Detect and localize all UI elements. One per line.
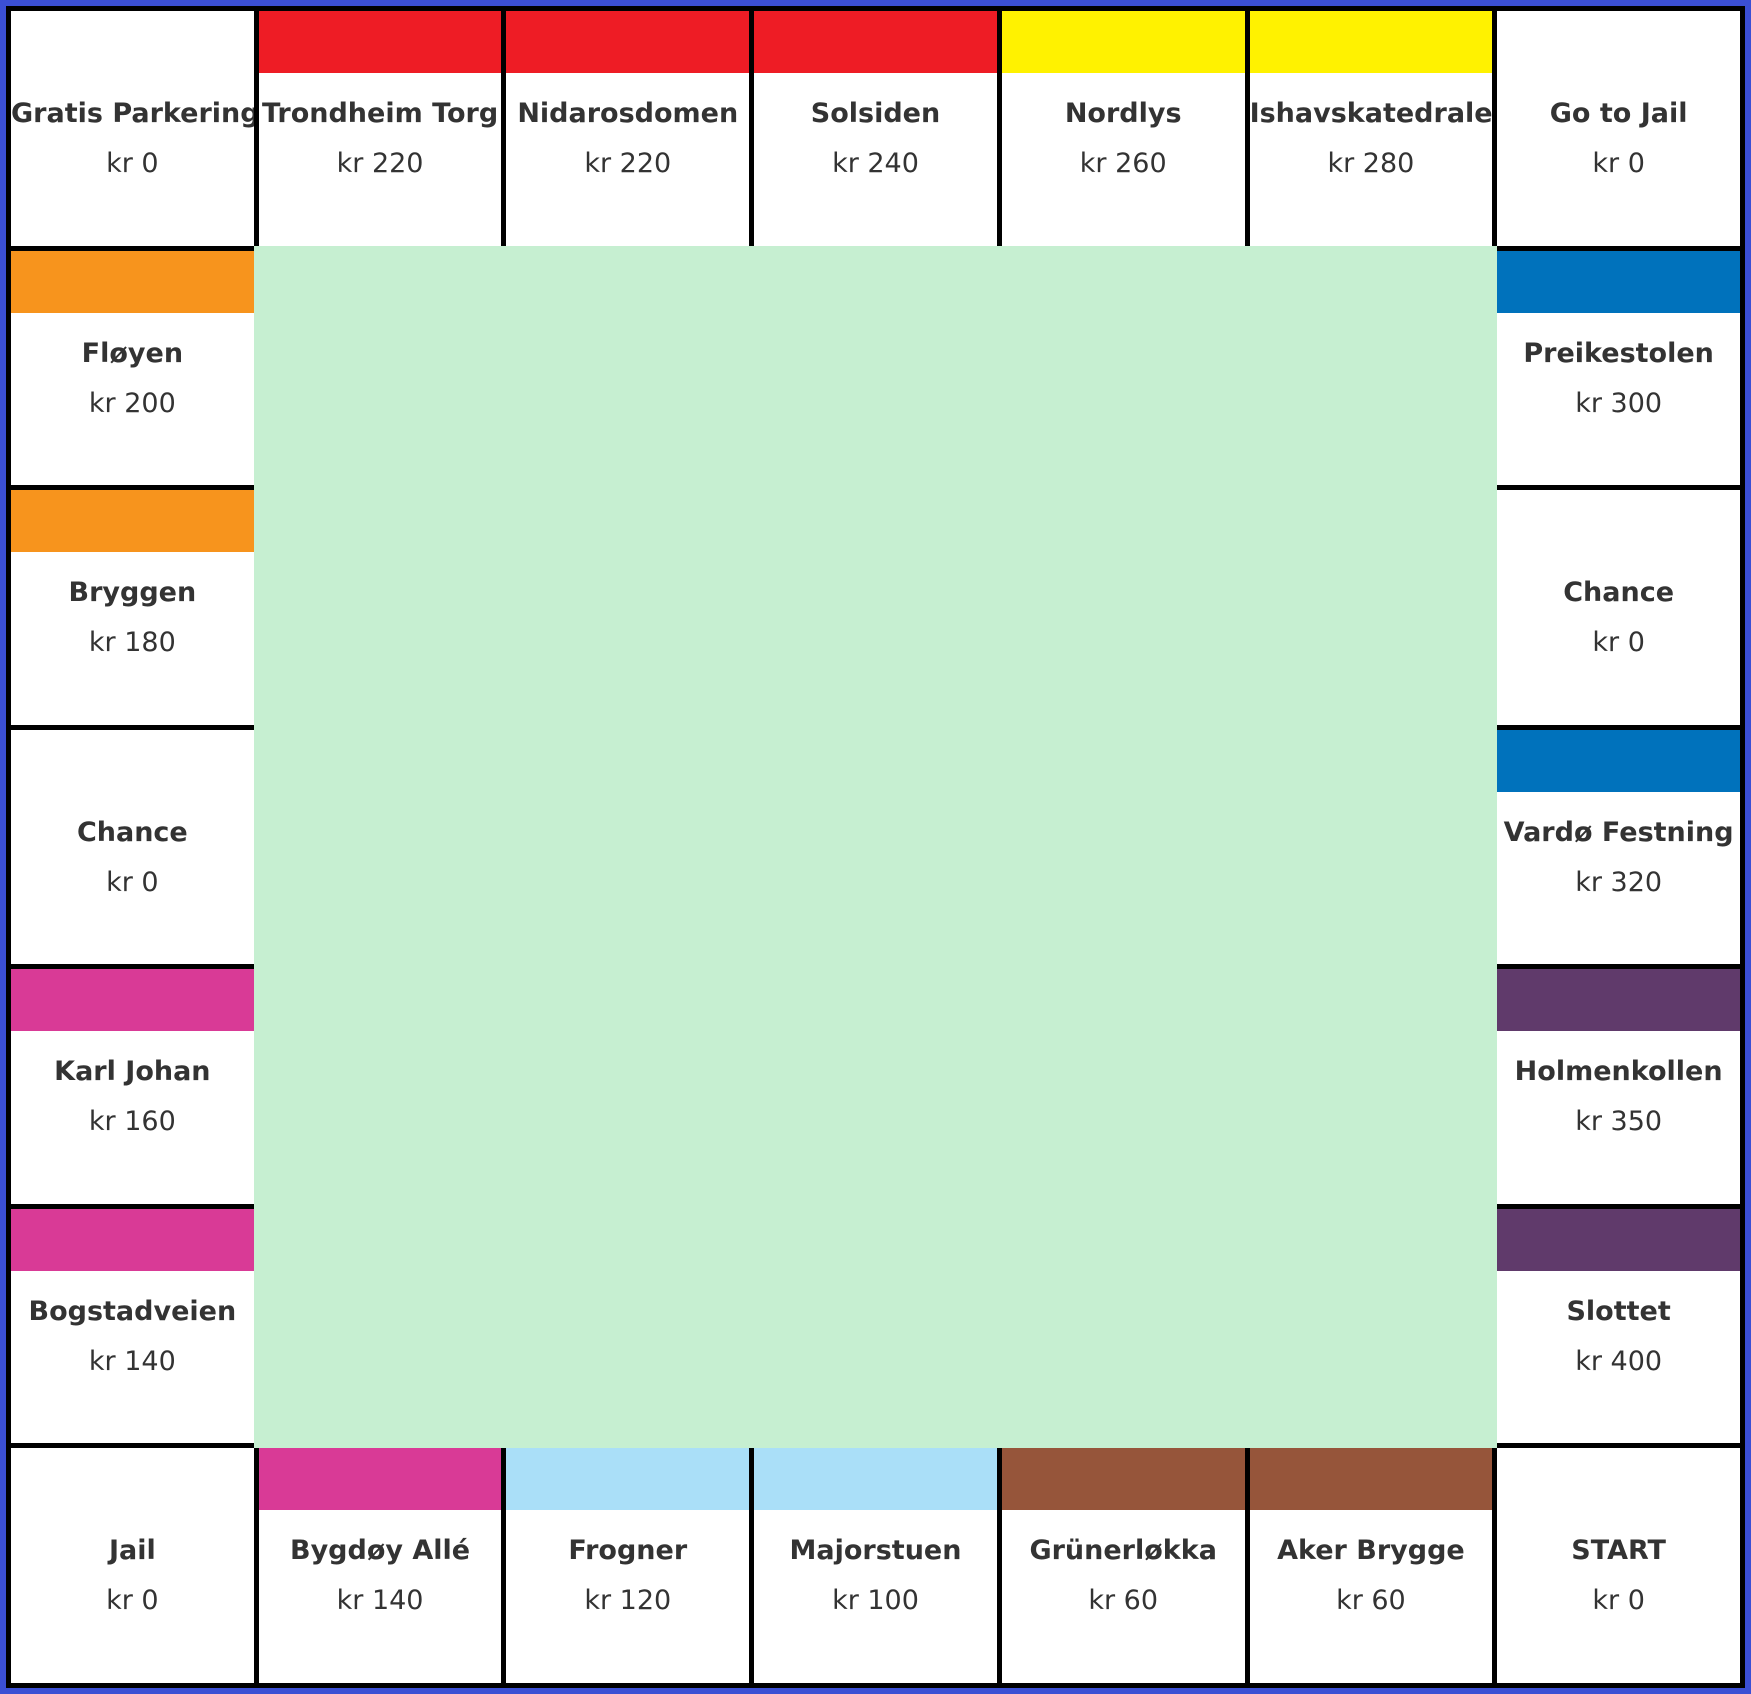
tile-jail[interactable]: Jail kr 0 [11,1448,254,1683]
tile-name: Go to Jail [1549,98,1688,129]
tile-price: kr 220 [336,148,424,179]
tile-price: kr 180 [88,627,176,659]
tile-name: Nidarosdomen [517,98,739,129]
tile-name: Gratis Parkering [11,98,254,129]
color-band-red [258,11,502,73]
color-band-purple [1497,969,1740,1032]
color-band-magenta [11,1208,254,1271]
tile-slottet[interactable]: Slottet kr 400 [1497,1208,1740,1444]
tile-name: Ishavskatedralen [1249,98,1493,129]
tile-gratis-parkering[interactable]: Gratis Parkering kr 0 [11,11,254,246]
tile-solsiden[interactable]: Solsiden kr 240 [754,11,997,246]
tile-name: Preikestolen [1523,337,1714,369]
tile-price: kr 120 [584,1585,672,1617]
tile-ishavskatedralen[interactable]: Ishavskatedralen kr 280 [1249,11,1493,246]
color-band-brown [1249,1448,1493,1511]
tile-name: Solsiden [810,98,941,129]
tile-frogner[interactable]: Frogner kr 120 [506,1448,750,1683]
tile-majorstuen[interactable]: Majorstuen kr 100 [754,1448,997,1683]
color-band-blue [1497,250,1740,313]
tile-price: kr 140 [336,1585,424,1617]
tile-name: Aker Brygge [1277,1535,1465,1567]
tile-price: kr 140 [88,1345,176,1377]
tile-name: Grünerløkka [1029,1535,1217,1567]
color-band-lightblue [506,1448,750,1511]
color-band-orange [11,250,254,313]
color-band-yellow [1001,11,1245,73]
color-band-magenta [11,969,254,1032]
tile-name: Bogstadveien [28,1295,237,1327]
tile-name: Bygdøy Allé [290,1535,471,1567]
tile-price: kr 240 [832,148,919,179]
tile-grunerlokka[interactable]: Grünerløkka kr 60 [1001,1448,1245,1683]
tile-name: Karl Johan [54,1056,211,1088]
tile-price: kr 0 [106,148,159,179]
tile-price: kr 160 [88,1106,176,1138]
tile-nordlys[interactable]: Nordlys kr 260 [1001,11,1245,246]
tile-go-to-jail[interactable]: Go to Jail kr 0 [1497,11,1740,246]
tile-name: Majorstuen [789,1535,962,1567]
tile-price: kr 260 [1079,148,1167,179]
color-band-magenta [258,1448,502,1511]
tile-preikestolen[interactable]: Preikestolen kr 300 [1497,250,1740,486]
tile-price: kr 0 [106,1585,159,1617]
tile-price: kr 100 [832,1585,919,1617]
color-band-red [754,11,997,73]
color-band-red [506,11,750,73]
tile-chance-right[interactable]: Chance kr 0 [1497,490,1740,725]
tile-name: Nordlys [1064,98,1182,129]
tile-name: Chance [1563,577,1675,609]
tile-aker-brygge[interactable]: Aker Brygge kr 60 [1249,1448,1493,1683]
tile-price: kr 300 [1575,387,1663,419]
tile-vardo-festning[interactable]: Vardø Festning kr 320 [1497,729,1740,965]
color-band-lightblue [754,1448,997,1511]
tile-price: kr 0 [1592,627,1645,659]
tile-price: kr 200 [88,387,176,419]
tile-floyen[interactable]: Fløyen kr 200 [11,250,254,486]
tile-price: kr 0 [1592,148,1645,179]
tile-bogstadveien[interactable]: Bogstadveien kr 140 [11,1208,254,1444]
color-band-blue [1497,729,1740,792]
tile-name: Frogner [568,1535,688,1567]
tile-bryggen[interactable]: Bryggen kr 180 [11,490,254,725]
tile-price: kr 220 [584,148,672,179]
tile-name: Vardø Festning [1503,816,1734,848]
tile-price: kr 60 [1088,1585,1159,1617]
color-band-purple [1497,1208,1740,1271]
tile-price: kr 280 [1327,148,1415,179]
tile-holmenkollen[interactable]: Holmenkollen kr 350 [1497,969,1740,1204]
color-band-orange [11,490,254,553]
tile-price: kr 400 [1575,1345,1663,1377]
tile-name: Slottet [1566,1295,1671,1327]
tile-price: kr 350 [1575,1106,1663,1138]
tile-price: kr 0 [1592,1585,1645,1617]
color-band-brown [1001,1448,1245,1511]
color-band-yellow [1249,11,1493,73]
tile-nidarosdomen[interactable]: Nidarosdomen kr 220 [506,11,750,246]
tile-name: Trondheim Torg [261,98,499,129]
tile-name: Bryggen [68,577,197,609]
tile-name: Chance [76,816,188,848]
tile-name: Jail [108,1535,156,1567]
tile-bygdoy-alle[interactable]: Bygdøy Allé kr 140 [258,1448,502,1683]
tile-price: kr 60 [1336,1585,1406,1617]
tile-karl-johan[interactable]: Karl Johan kr 160 [11,969,254,1204]
tile-trondheim-torg[interactable]: Trondheim Torg kr 220 [258,11,502,246]
tile-name: Holmenkollen [1514,1056,1723,1088]
tile-start[interactable]: START kr 0 [1497,1448,1740,1683]
tile-name: START [1571,1535,1666,1567]
tile-price: kr 320 [1575,866,1663,898]
tile-price: kr 0 [106,866,159,898]
board-center [253,245,1498,1449]
tile-chance-left[interactable]: Chance kr 0 [11,729,254,965]
tile-name: Fløyen [81,337,184,369]
